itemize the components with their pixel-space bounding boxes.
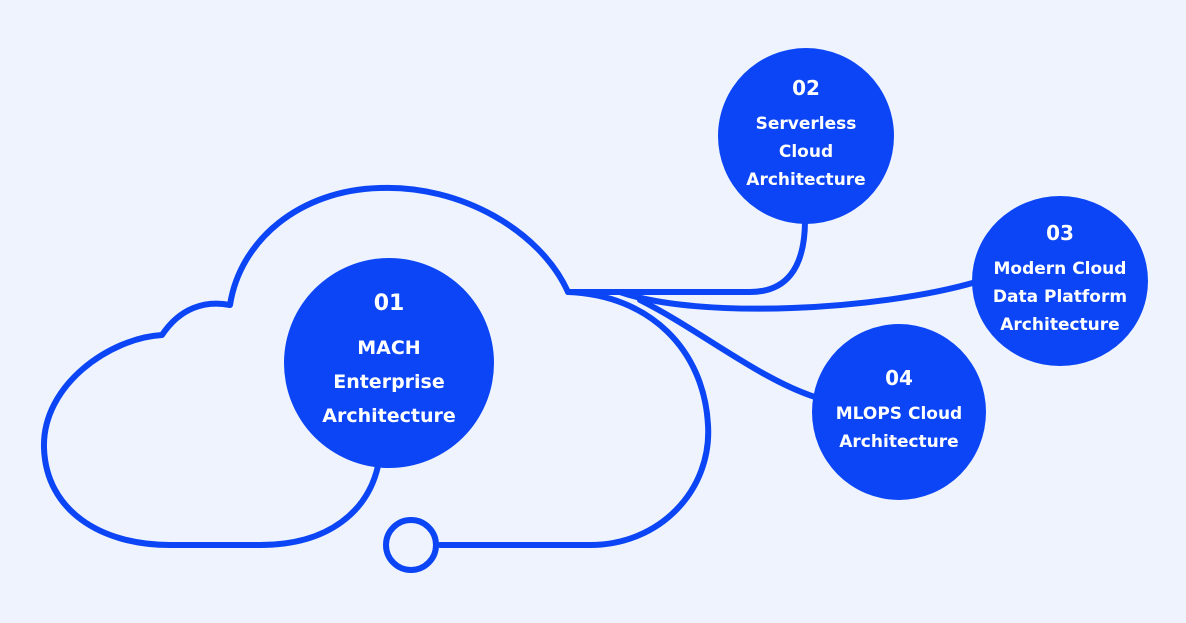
node-serverless-cloud-architecture: 02 Serverless Cloud Architecture	[718, 48, 894, 224]
cloud-base-ring	[383, 517, 439, 573]
node-label: MACH Enterprise Architecture	[322, 337, 456, 427]
node-label: Modern Cloud Data Platform Architecture	[992, 259, 1128, 335]
connector-03	[617, 279, 979, 312]
node-mlops-cloud-architecture: 04 MLOPS Cloud Architecture	[812, 324, 986, 500]
cloud-outline	[40, 184, 712, 548]
node-number: 01	[373, 291, 405, 316]
node-number: 04	[885, 366, 913, 390]
node-modern-cloud-data-platform-architecture: 03 Modern Cloud Data Platform Architectu…	[972, 196, 1148, 366]
connector-02	[565, 217, 808, 295]
node-label: MLOPS Cloud Architecture	[835, 404, 963, 452]
node-label: Serverless Cloud Architecture	[746, 114, 866, 190]
node-mach-enterprise-architecture: 01 MACH Enterprise Architecture	[284, 258, 494, 468]
node-number: 03	[1046, 221, 1074, 245]
connector-04	[637, 297, 821, 401]
node-number: 02	[792, 76, 820, 100]
